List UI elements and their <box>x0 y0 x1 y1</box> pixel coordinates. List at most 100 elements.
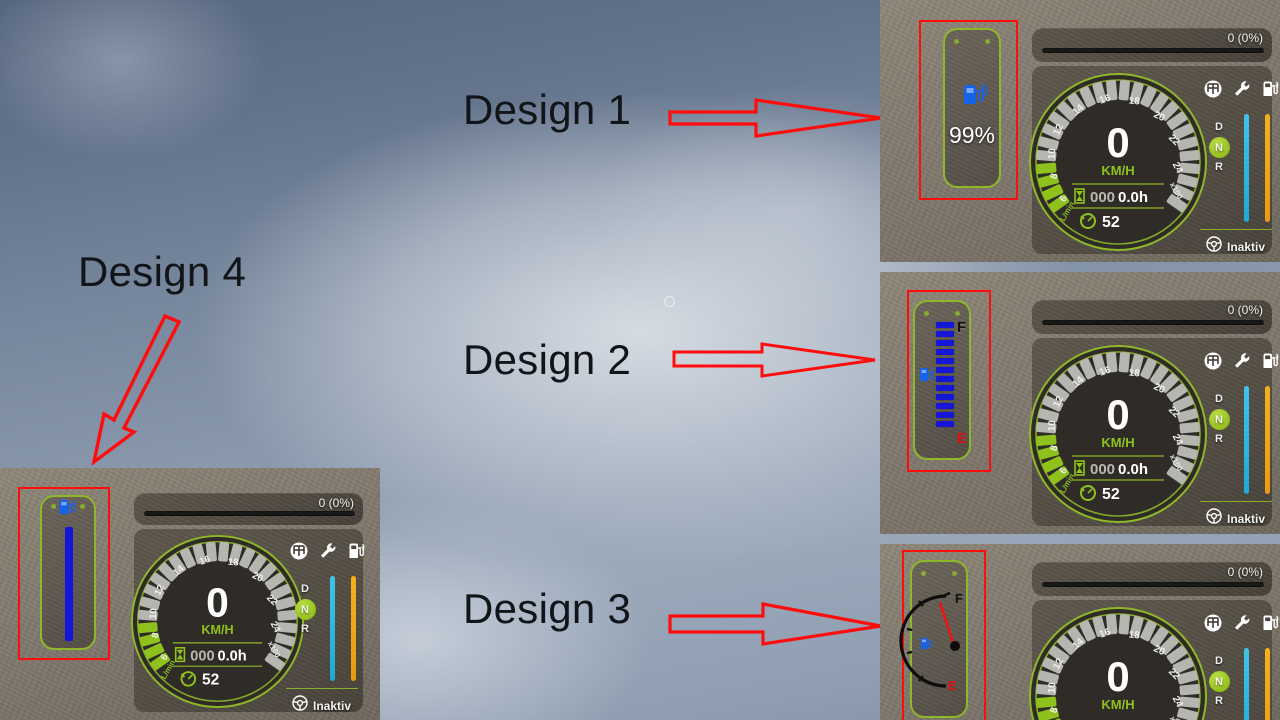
svg-text:8: 8 <box>150 631 162 640</box>
svg-text:24: 24 <box>1170 160 1185 175</box>
svg-text:12: 12 <box>1051 394 1066 409</box>
arrow-design-1 <box>668 94 883 144</box>
svg-text:KM/H: KM/H <box>1101 435 1134 450</box>
arrow-design-4 <box>82 310 202 470</box>
fuel-widget-design-3[interactable]: F E <box>899 560 968 718</box>
gear-active-indicator: N <box>1208 671 1230 692</box>
hud-right-column: D N R Inaktiv <box>1200 74 1279 254</box>
corner-dot-right-icon <box>80 504 85 509</box>
corner-dot-left-icon <box>921 571 926 576</box>
gear-selector[interactable]: D N R <box>1202 394 1236 445</box>
svg-text:E: E <box>948 678 957 693</box>
svg-text:KM/H: KM/H <box>201 623 233 637</box>
cruise-control-status[interactable]: Inaktiv <box>1206 508 1265 529</box>
corner-dot-right-icon <box>955 311 960 316</box>
svg-text:F: F <box>955 591 963 606</box>
gear-shift-icon[interactable] <box>290 542 308 560</box>
fuel-widget-design-1[interactable]: 99% <box>943 28 1001 188</box>
arrow-design-2 <box>672 340 877 382</box>
orange-level-bar <box>1265 386 1270 494</box>
fuel-segment <box>936 412 954 418</box>
selection-highlight-design-1 <box>919 20 1018 200</box>
fuel-pump-icon[interactable] <box>1262 614 1280 632</box>
corner-dot-right-icon <box>952 571 957 576</box>
svg-text:KM/H: KM/H <box>1101 163 1134 178</box>
svg-text:6: 6 <box>1058 465 1071 475</box>
svg-text:10: 10 <box>148 608 159 619</box>
gear-selector[interactable]: D N R <box>1202 122 1236 173</box>
fuel-pump-icon <box>58 498 78 516</box>
fuel-level-bar <box>65 527 73 641</box>
svg-text:18: 18 <box>227 557 239 569</box>
gear-letter-r: R <box>1215 433 1223 445</box>
svg-text:52: 52 <box>1102 486 1120 503</box>
hud-right-column: D N R <box>1202 608 1279 720</box>
gear-shift-icon[interactable] <box>1204 614 1222 632</box>
svg-text:0.0h: 0.0h <box>1118 461 1148 478</box>
svg-text:20: 20 <box>1152 109 1167 124</box>
fuel-segment <box>936 358 954 364</box>
status-divider <box>1200 229 1272 230</box>
svg-text:18: 18 <box>1128 368 1140 380</box>
arrow-design-3 <box>668 600 883 648</box>
fuel-pump-icon[interactable] <box>1262 80 1280 98</box>
gear-letter-r: R <box>1215 695 1223 707</box>
fuel-segment <box>936 331 954 337</box>
fuel-widget-design-4[interactable] <box>40 495 96 650</box>
work-width-track <box>144 511 355 516</box>
hud-right-column: D N R Inaktiv <box>1200 346 1279 526</box>
svg-text:12: 12 <box>1051 122 1066 137</box>
svg-text:16: 16 <box>198 554 212 568</box>
gear-selector[interactable]: D N R <box>288 584 322 635</box>
cruise-control-status[interactable]: Inaktiv <box>1206 236 1265 257</box>
work-width-bar: 0 (0%) <box>1032 562 1272 596</box>
gear-shift-icon[interactable] <box>1204 352 1222 370</box>
gear-letter-d: D <box>301 583 309 595</box>
gear-active-indicator: N <box>1208 137 1230 158</box>
svg-text:24: 24 <box>1170 432 1185 447</box>
fuel-pump-icon <box>919 367 935 382</box>
work-width-bar: 0 (0%) <box>134 493 363 525</box>
wrench-icon[interactable] <box>1233 614 1251 632</box>
fuel-segment <box>936 349 954 355</box>
cyan-level-bar <box>1244 648 1249 720</box>
gear-shift-icon[interactable] <box>1204 80 1222 98</box>
fuel-segment <box>936 376 954 382</box>
wrench-icon[interactable] <box>1233 352 1251 370</box>
svg-text:6: 6 <box>1058 193 1071 203</box>
gear-letter-d: D <box>1215 121 1223 133</box>
work-width-bar: 0 (0%) <box>1032 300 1272 334</box>
steering-wheel-icon <box>292 695 308 716</box>
fuel-pump-icon <box>962 83 987 107</box>
gear-active-indicator: N <box>294 599 316 620</box>
wrench-icon[interactable] <box>319 542 337 560</box>
fuel-widget-design-2[interactable]: F E <box>913 300 971 460</box>
fuel-pump-icon[interactable] <box>348 542 366 560</box>
svg-text:000: 000 <box>190 648 214 664</box>
label-design-2: Design 2 <box>463 336 632 383</box>
work-width-track <box>1042 582 1264 587</box>
gear-selector[interactable]: D N R <box>1202 656 1236 707</box>
orange-level-bar <box>351 576 356 681</box>
svg-text:0.0h: 0.0h <box>218 648 247 664</box>
selection-highlight-design-2 <box>907 290 991 472</box>
svg-text:12: 12 <box>153 582 168 597</box>
speedometer-dial: 6 8 10 12 14 16 18 20 22 24 x100 L/min 0 <box>1028 72 1208 252</box>
svg-text:10: 10 <box>1047 148 1058 160</box>
work-width-value: 0 (0%) <box>1227 31 1263 45</box>
fuel-pump-icon[interactable] <box>1262 352 1280 370</box>
svg-text:16: 16 <box>1098 626 1113 640</box>
fuel-segment <box>936 385 954 391</box>
gear-letter-r: R <box>301 623 309 635</box>
selection-highlight-design-4 <box>18 487 110 660</box>
svg-text:6: 6 <box>159 652 172 662</box>
wrench-icon[interactable] <box>1233 80 1251 98</box>
orange-level-bar <box>1265 114 1270 222</box>
svg-text:52: 52 <box>1102 214 1120 231</box>
svg-text:KM/H: KM/H <box>1101 697 1134 712</box>
hud-panel-design-4: 0 (0%) <box>0 468 380 720</box>
status-divider <box>1200 501 1272 502</box>
corner-dot-right-icon <box>985 39 990 44</box>
cruise-control-status[interactable]: Inaktiv <box>292 695 351 716</box>
fuel-empty-label: E <box>957 430 968 447</box>
